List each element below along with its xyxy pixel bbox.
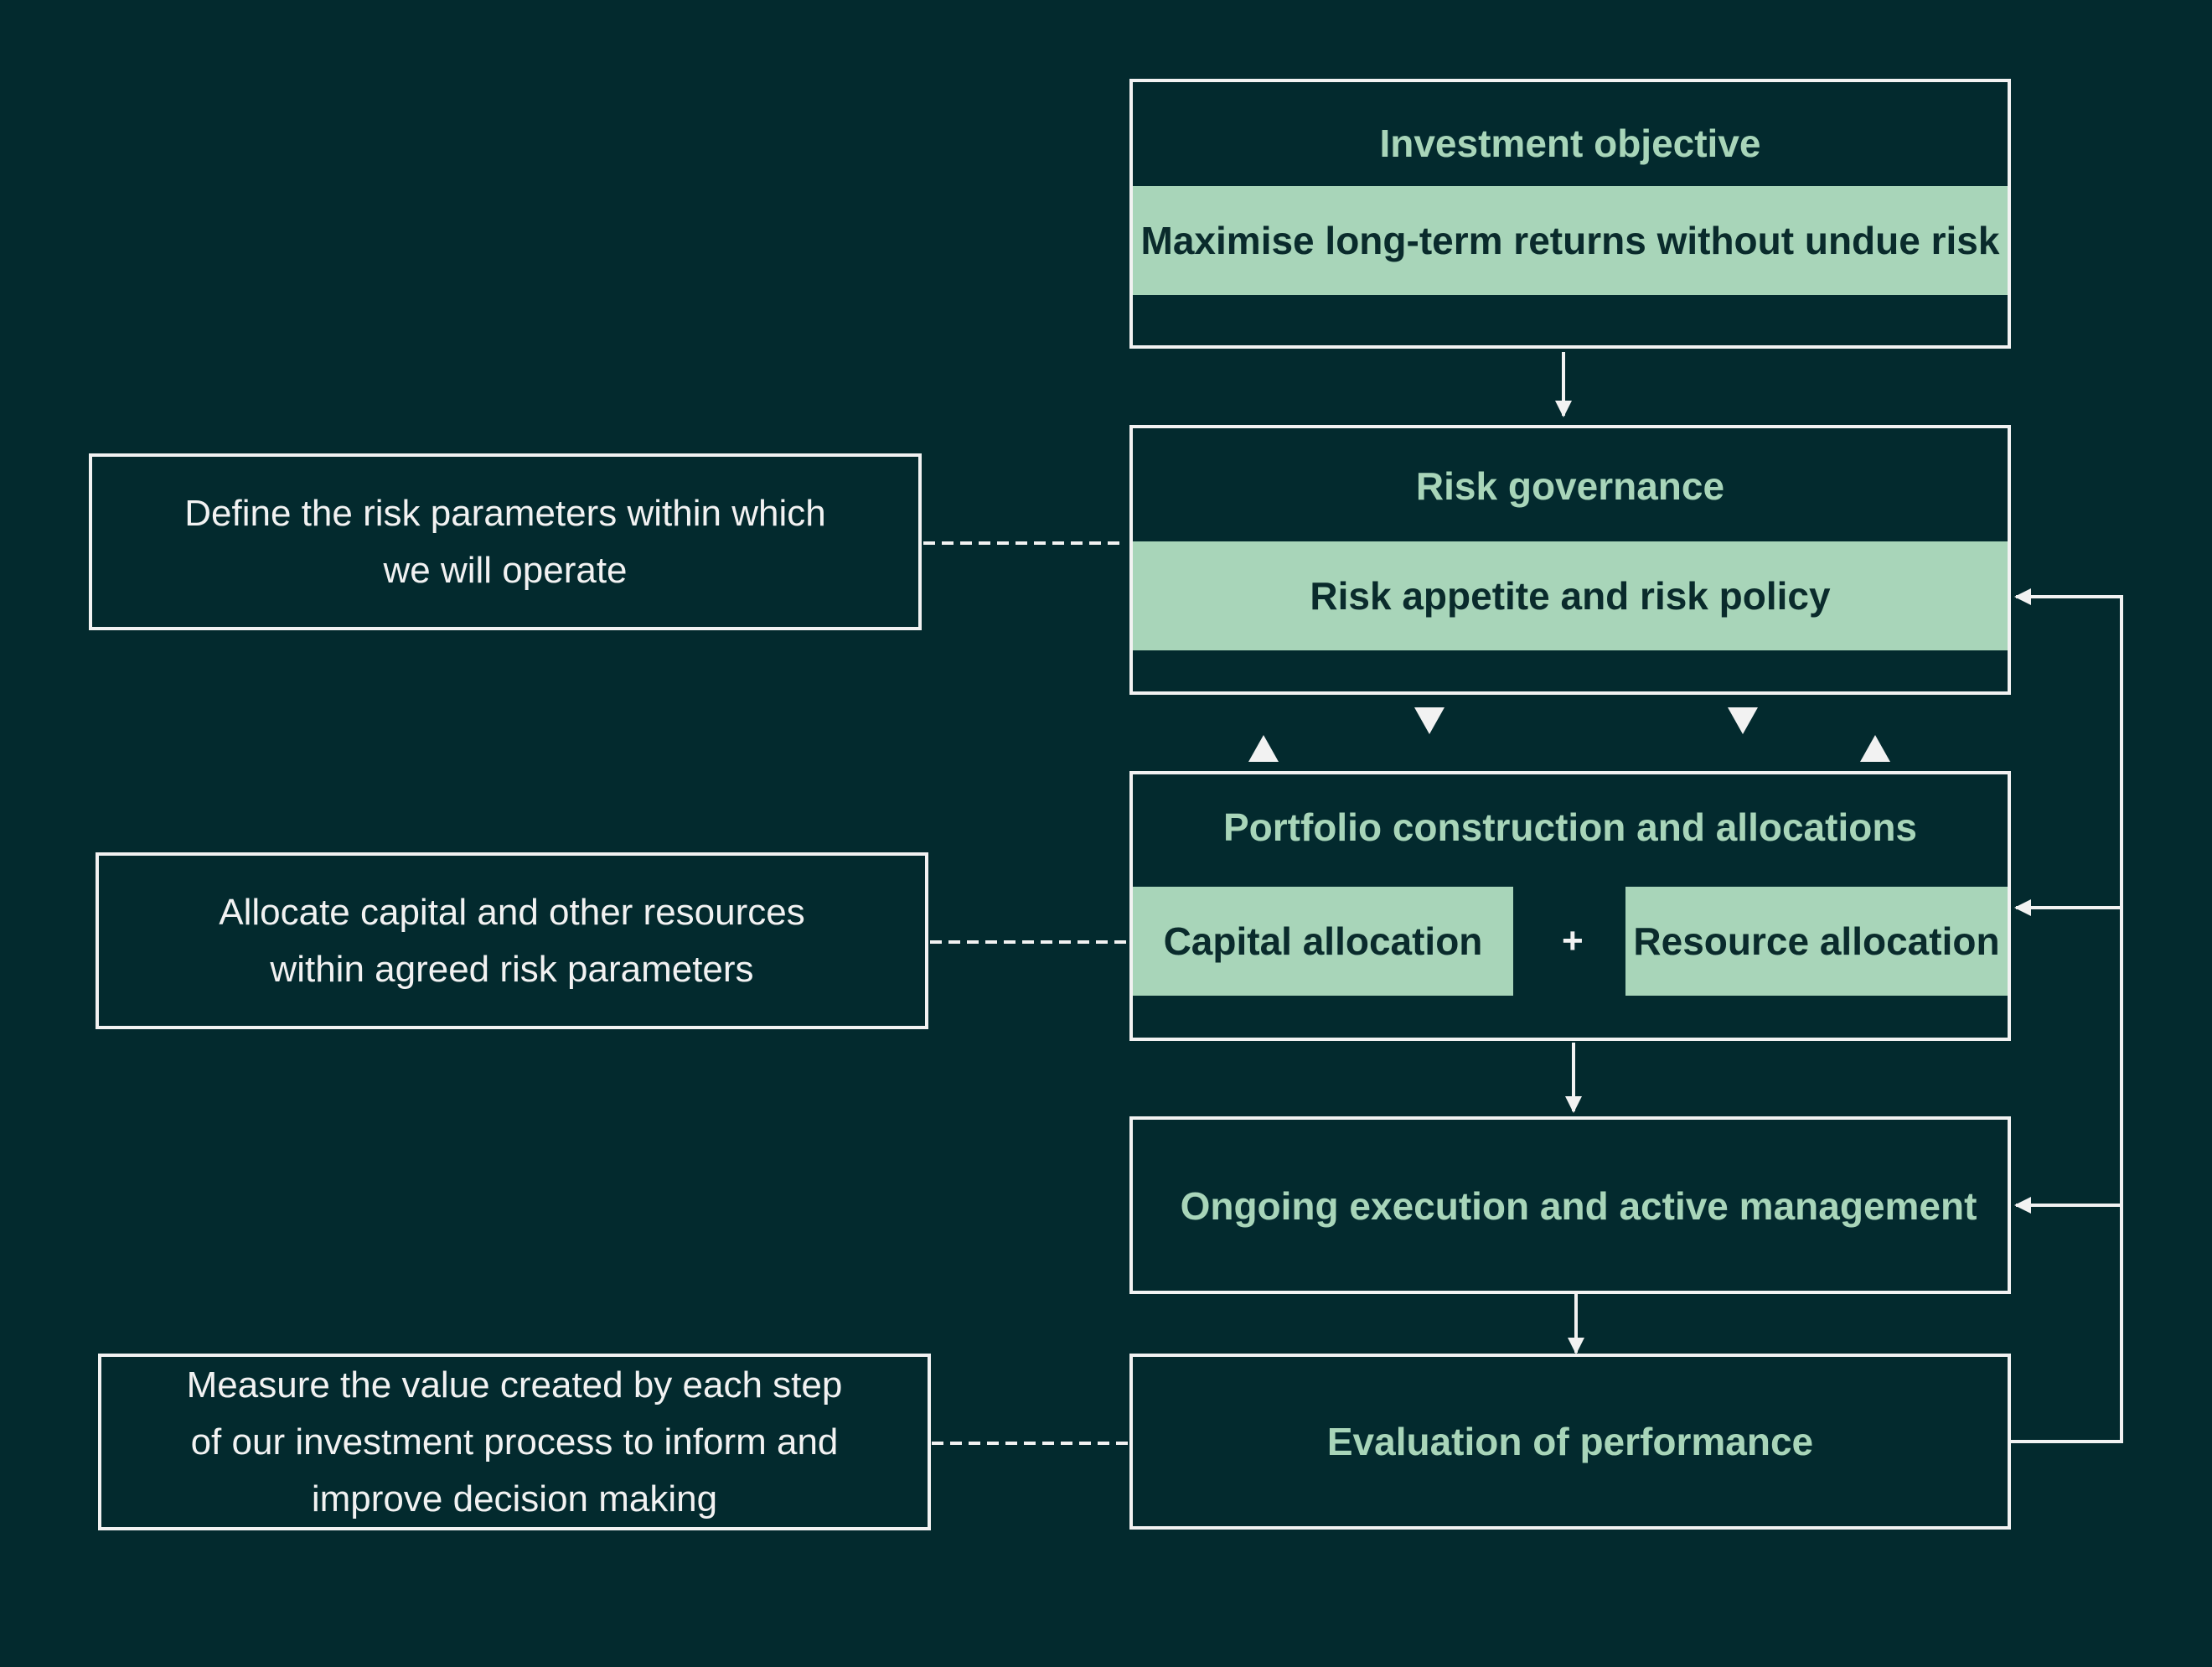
feedback-loop-line <box>2009 588 2123 1443</box>
note-allocate-line-2: within agreed risk parameters <box>270 948 754 990</box>
note-allocate-capital: Allocate capital and other resources wit… <box>96 852 928 1029</box>
ongoing-execution-title: Ongoing execution and active management <box>1180 1184 1977 1228</box>
triangle-down-right <box>1728 707 1758 734</box>
note-define-risk-line-2: we will operate <box>383 549 628 591</box>
investment-objective-title: Investment objective <box>1379 122 1761 165</box>
note-measure-value: Measure the value created by each step o… <box>98 1354 931 1530</box>
portfolio-construction-box: Portfolio construction and allocations <box>1129 771 2011 1041</box>
triangle-up-right <box>1860 735 1890 762</box>
investment-objective-box: Investment objective <box>1129 79 2011 349</box>
note-measure-line-1: Measure the value created by each step <box>186 1364 843 1406</box>
plus-sign: + <box>1562 920 1584 961</box>
note-measure-line-2: of our investment process to inform and <box>190 1421 839 1463</box>
note-define-risk: Define the risk parameters within which … <box>89 453 922 630</box>
risk-appetite-band: Risk appetite and risk policy <box>1133 541 2008 650</box>
objective-band: Maximise long-term returns without undue… <box>1133 186 2008 295</box>
resource-allocation-band: Resource allocation <box>1625 887 2008 996</box>
evaluation-box: Evaluation of performance <box>1129 1354 2011 1530</box>
risk-governance-box: Risk governance <box>1129 425 2011 695</box>
ongoing-execution-box: Ongoing execution and active management <box>1129 1116 2011 1294</box>
note-define-risk-line-1: Define the risk parameters within which <box>184 492 826 534</box>
evaluation-title: Evaluation of performance <box>1326 1420 1814 1463</box>
note-allocate-line-1: Allocate capital and other resources <box>219 891 805 933</box>
capital-allocation-band: Capital allocation <box>1133 887 1513 996</box>
risk-governance-title: Risk governance <box>1415 464 1725 508</box>
note-measure-line-3: improve decision making <box>311 1478 718 1519</box>
portfolio-construction-title: Portfolio construction and allocations <box>1222 805 1918 849</box>
triangle-up-left <box>1248 735 1279 762</box>
triangle-down-left <box>1414 707 1445 734</box>
